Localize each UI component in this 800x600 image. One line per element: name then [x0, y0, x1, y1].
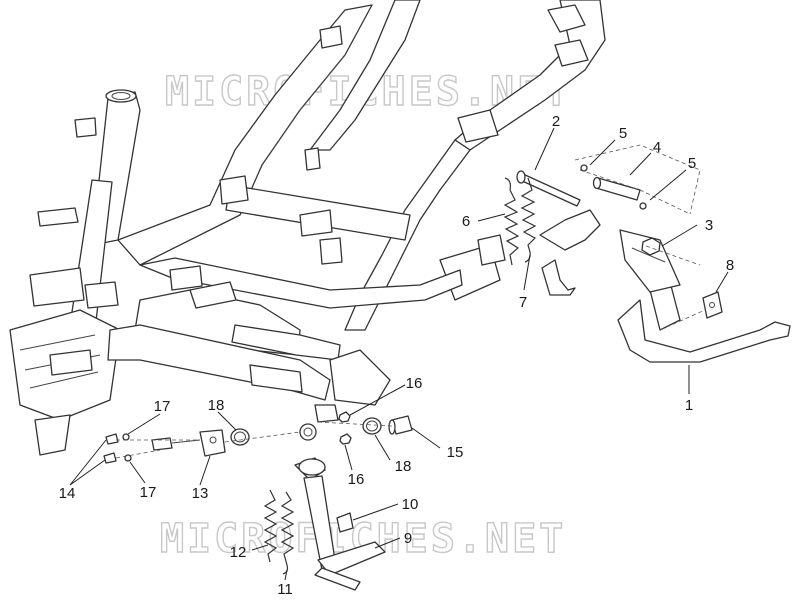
part-16-nut-lower [339, 433, 352, 445]
alignment-line-upper [579, 169, 691, 215]
callout-16-lower: 16 [348, 471, 365, 488]
callout-9: 9 [404, 530, 412, 547]
part-12-spring [263, 489, 278, 563]
callout-14: 14 [59, 485, 76, 502]
alignment-line-lower [115, 421, 393, 459]
part-5-washer-left [580, 164, 588, 172]
callout-12: 12 [230, 544, 247, 561]
part-9-side-stand [294, 457, 386, 591]
callout-18-right: 18 [395, 458, 412, 475]
part-6-spring [503, 177, 520, 266]
part-14-screw-upper [105, 433, 119, 445]
part-11-spring [280, 491, 295, 575]
alignment-line-stop [659, 309, 706, 331]
scooter-frame [9, 0, 606, 456]
part-1-main-stand [617, 229, 791, 363]
alignment-line-nut [645, 245, 701, 266]
part-2-bolt [516, 170, 581, 207]
part-15-plug [388, 415, 413, 435]
part-4-pivot-pin [592, 176, 641, 201]
callout-16-upper: 16 [406, 375, 423, 392]
part-10-pin [336, 512, 354, 533]
part-18-oring-right [362, 417, 382, 435]
part-14-screw-lower [103, 452, 117, 464]
callout-8: 8 [726, 257, 734, 274]
callout-3: 3 [705, 217, 713, 234]
part-5-washer-right [639, 202, 647, 210]
callout-10: 10 [402, 496, 419, 513]
part-8-rubber-stop [702, 291, 723, 319]
callout-13: 13 [192, 485, 209, 502]
alignment-box [574, 144, 701, 215]
part-7-spring [520, 177, 537, 263]
callout-11: 11 [277, 581, 293, 598]
callout-6: 6 [462, 213, 470, 230]
callout-15: 15 [447, 444, 464, 461]
stand-foot-bracket [541, 259, 576, 296]
callout-17-upper: 17 [154, 398, 171, 415]
part-17-washer-upper [122, 433, 130, 441]
callout-2: 2 [552, 113, 560, 130]
callout-5-left: 5 [619, 125, 627, 142]
part-17-washer-lower [124, 454, 132, 462]
part-13-stand-switch [151, 429, 226, 457]
callout-7: 7 [519, 294, 527, 311]
part-18-oring-left [230, 428, 250, 446]
callout-4: 4 [653, 139, 661, 156]
callout-5-right: 5 [688, 155, 696, 172]
stand-hanger [539, 209, 601, 251]
part-16-nut-upper [338, 411, 351, 423]
callout-17-lower: 17 [140, 484, 157, 501]
callout-1: 1 [685, 397, 693, 414]
leader-lines [69, 127, 729, 581]
callout-18-left: 18 [208, 397, 225, 414]
part-3-nut [641, 237, 661, 256]
